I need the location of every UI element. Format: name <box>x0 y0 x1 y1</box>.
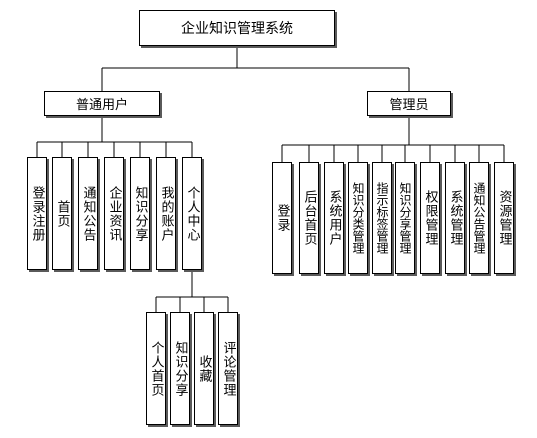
personal-center-child-node: 知识分享 <box>170 312 190 425</box>
admin-child-label: 系统管理 <box>447 190 463 246</box>
admin-child-node: 登录 <box>272 162 292 274</box>
user-node: 普通用户 <box>44 91 160 116</box>
admin-child-label: 权限管理 <box>422 190 438 246</box>
user-child-label: 首页 <box>54 199 70 228</box>
personal-center-child-label: 收藏 <box>196 354 212 383</box>
admin-child-node: 资源管理 <box>494 162 514 274</box>
admin-child-node: 权限管理 <box>420 162 440 274</box>
user-node-label: 普通用户 <box>75 98 128 113</box>
personal-center-node: 个人中心 <box>182 157 202 270</box>
user-child-label: 知识分享 <box>132 185 148 242</box>
user-child-node: 我的账户 <box>156 157 176 270</box>
admin-child-node: 通知公告管理 <box>469 162 489 274</box>
personal-center-child-node: 个人首页 <box>146 312 166 425</box>
personal-center-label: 个人中心 <box>184 185 200 242</box>
admin-child-node: 系统用户 <box>324 162 344 274</box>
personal-center-child-node: 评论管理 <box>218 312 238 425</box>
user-child-label: 登录注册 <box>29 185 45 242</box>
personal-center-child-label: 知识分享 <box>172 340 188 397</box>
personal-center-child-node: 收藏 <box>194 312 214 425</box>
admin-child-label: 知识分享管理 <box>398 182 412 254</box>
user-child-label: 我的账户 <box>158 185 174 242</box>
user-child-node: 登录注册 <box>27 157 47 270</box>
admin-child-label: 资源管理 <box>496 190 512 246</box>
personal-center-child-label: 评论管理 <box>220 340 236 397</box>
root-node: 企业知识管理系统 <box>139 10 335 46</box>
admin-child-node: 知识分类管理 <box>348 162 368 274</box>
user-child-node: 首页 <box>52 157 72 270</box>
admin-child-label: 知识分类管理 <box>351 182 365 254</box>
admin-child-label: 登录 <box>274 204 290 232</box>
admin-child-node: 后台首页 <box>299 162 319 274</box>
user-child-label: 通知公告 <box>80 185 96 242</box>
admin-child-label: 系统用户 <box>326 190 342 246</box>
admin-child-label: 后台首页 <box>301 190 317 246</box>
personal-center-child-label: 个人首页 <box>148 340 164 397</box>
admin-child-node: 系统管理 <box>445 162 465 274</box>
admin-node: 管理员 <box>367 91 451 116</box>
user-child-node: 企业资讯 <box>104 157 124 270</box>
admin-child-label: 通知公告管理 <box>472 182 486 254</box>
admin-node-label: 管理员 <box>389 98 429 113</box>
root-node-label: 企业知识管理系统 <box>181 21 293 37</box>
admin-child-label: 指示标签管理 <box>375 182 389 254</box>
user-child-label: 企业资讯 <box>106 185 122 242</box>
user-child-node: 知识分享 <box>130 157 150 270</box>
admin-child-node: 知识分享管理 <box>395 162 415 274</box>
admin-child-node: 指示标签管理 <box>372 162 392 274</box>
user-child-node: 通知公告 <box>78 157 98 270</box>
